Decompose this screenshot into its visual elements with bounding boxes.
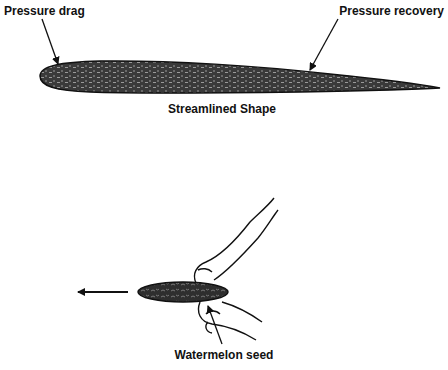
motion-arrow xyxy=(78,291,128,293)
watermelon-seed xyxy=(138,282,228,302)
callout-label: Pressure drag xyxy=(4,4,85,18)
callout-label: Watermelon seed xyxy=(175,348,274,362)
finger xyxy=(194,198,278,283)
leader-line xyxy=(42,19,58,64)
shape-label: Streamlined Shape xyxy=(168,102,276,116)
leader-line xyxy=(310,19,338,70)
leader-line xyxy=(208,306,222,344)
callout-label: Pressure recovery xyxy=(339,4,444,18)
streamlined-body xyxy=(40,61,440,93)
